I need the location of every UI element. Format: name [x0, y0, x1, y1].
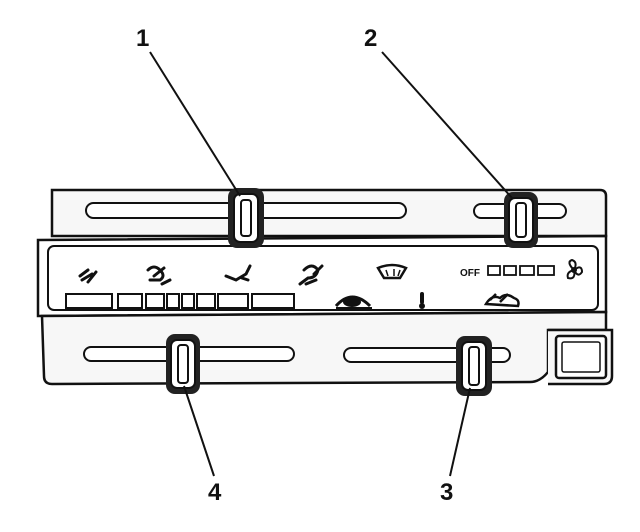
mix-icon: [298, 264, 324, 286]
fan-icon: [566, 258, 584, 280]
recirculation-icon: [334, 295, 372, 309]
temperature-scale: [65, 293, 295, 309]
fan-off-label: OFF: [460, 268, 480, 279]
leader-line-3: [449, 387, 471, 477]
outside-air-icon: [483, 293, 520, 308]
callout-2: 2: [364, 25, 377, 52]
slider-knob-1[interactable]: [228, 188, 264, 248]
fan-speed-bars: [487, 265, 555, 276]
leader-line-4: [183, 385, 215, 477]
vent-icon: [78, 268, 98, 284]
temperature-icon: [419, 292, 425, 309]
slider-knob-4[interactable]: [166, 334, 200, 394]
callout-4: 4: [208, 479, 222, 506]
leader-line-2: [381, 51, 513, 199]
defrost-icon: [376, 263, 408, 280]
slider-knob-2[interactable]: [504, 192, 538, 248]
callout-3: 3: [440, 479, 453, 506]
callout-1: 1: [136, 25, 149, 52]
slider-knob-3[interactable]: [456, 336, 492, 396]
leader-line-1: [149, 51, 241, 197]
floor-icon: [224, 264, 252, 282]
rear-defrost-button[interactable]: [554, 334, 608, 380]
bi-level-icon: [146, 265, 172, 286]
